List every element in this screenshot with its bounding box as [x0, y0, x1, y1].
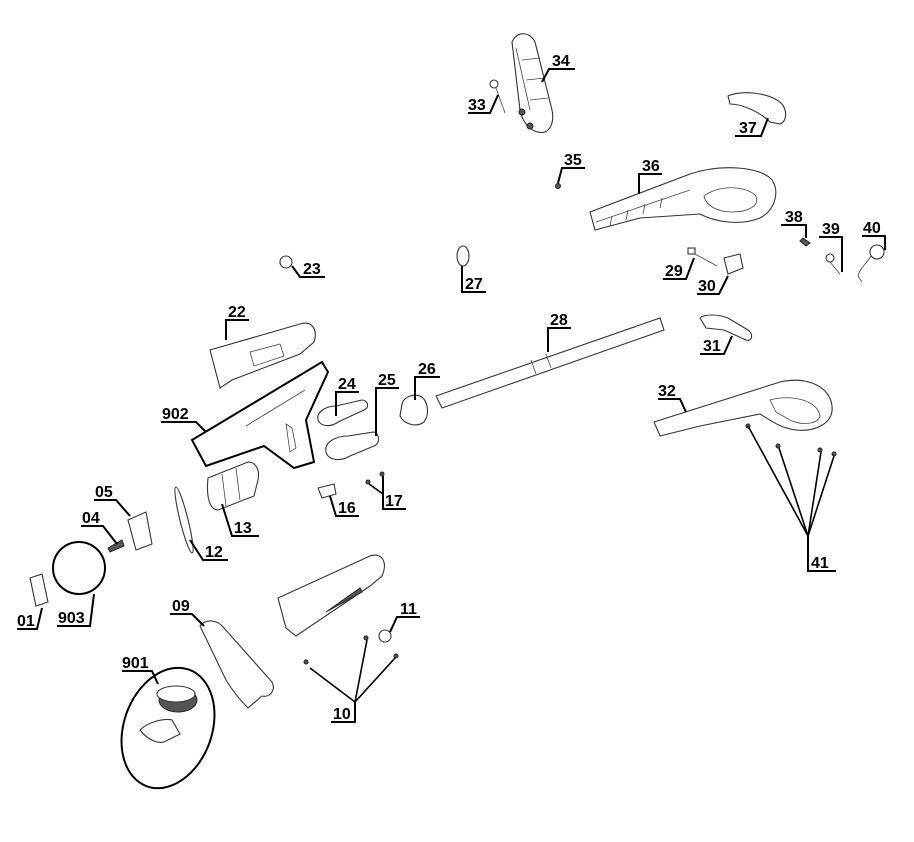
motor-housing-half: [277, 554, 385, 637]
part-11-nut: [378, 629, 392, 643]
part-28-shaft: [435, 317, 665, 409]
label-27: 27: [465, 276, 483, 293]
label-30: 30: [698, 278, 716, 295]
label-05: 05: [95, 484, 113, 501]
part-05-bracket: [127, 511, 153, 551]
label-901: 901: [122, 655, 149, 672]
label-35: 35: [564, 152, 582, 169]
part-34-loop-handle: [511, 33, 554, 134]
label-902: 902: [162, 406, 189, 423]
part-39-clip: [825, 253, 841, 275]
part-25-gear-housing: [325, 431, 380, 461]
label-12: 12: [205, 544, 223, 561]
label-28: 28: [550, 312, 568, 329]
part-13-motor: [206, 461, 260, 511]
label-31: 31: [703, 338, 721, 355]
label-22: 22: [228, 304, 246, 321]
label-13: 13: [234, 520, 252, 537]
part-30-switch: [723, 253, 744, 275]
part-902-group-outline: [190, 360, 330, 470]
label-36: 36: [642, 158, 660, 175]
label-01: 01: [17, 613, 35, 630]
part-24-gear-cover: [317, 399, 369, 427]
label-903: 903: [58, 610, 85, 627]
part-17-screws: [365, 471, 385, 485]
label-23: 23: [303, 261, 321, 278]
label-39: 39: [822, 221, 840, 238]
label-41: 41: [811, 555, 829, 572]
part-12-fan-disc: [174, 486, 194, 554]
label-38: 38: [785, 209, 803, 226]
label-10: 10: [333, 706, 351, 723]
part-33-screw: [489, 79, 506, 114]
part-01-latch: [29, 573, 49, 607]
label-37: 37: [739, 120, 757, 137]
part-27-bushing: [456, 245, 470, 267]
part-36-handle-housing: [589, 167, 777, 231]
label-26: 26: [418, 361, 436, 378]
label-25: 25: [378, 372, 396, 389]
part-09-spool-cover: [199, 620, 274, 709]
label-40: 40: [863, 220, 881, 237]
part-37-cover: [727, 92, 787, 125]
label-09: 09: [172, 598, 190, 615]
part-29-wire: [687, 247, 718, 267]
part-04-spring: [107, 539, 125, 553]
label-29: 29: [665, 263, 683, 280]
part-31-guard: [699, 314, 753, 341]
label-04: 04: [82, 510, 100, 527]
leader-lines: [17, 68, 886, 723]
label-16: 16: [338, 500, 356, 517]
label-32: 32: [658, 383, 676, 400]
label-11: 11: [400, 601, 417, 618]
part-901-group-ellipse: [120, 666, 216, 790]
part-labels: 34 33 37 35 36 38 39 40 29 30 27 23 22 2…: [17, 53, 881, 723]
label-17: 17: [385, 493, 403, 510]
label-33: 33: [468, 97, 486, 114]
part-10-screws: [303, 635, 399, 665]
part-16-bracket: [317, 483, 337, 499]
part-23-knob: [279, 255, 293, 269]
part-38-screw: [799, 237, 811, 247]
label-24: 24: [338, 376, 356, 393]
part-35-screw: [555, 183, 561, 189]
part-903-group-circle: [52, 541, 106, 595]
part-26-coupler: [399, 394, 429, 426]
part-22-housing: [209, 322, 316, 389]
part-32-lower-handle: [653, 379, 833, 437]
part-41-screws: [745, 423, 837, 457]
part-40-hook: [857, 244, 885, 283]
label-34: 34: [552, 53, 570, 70]
